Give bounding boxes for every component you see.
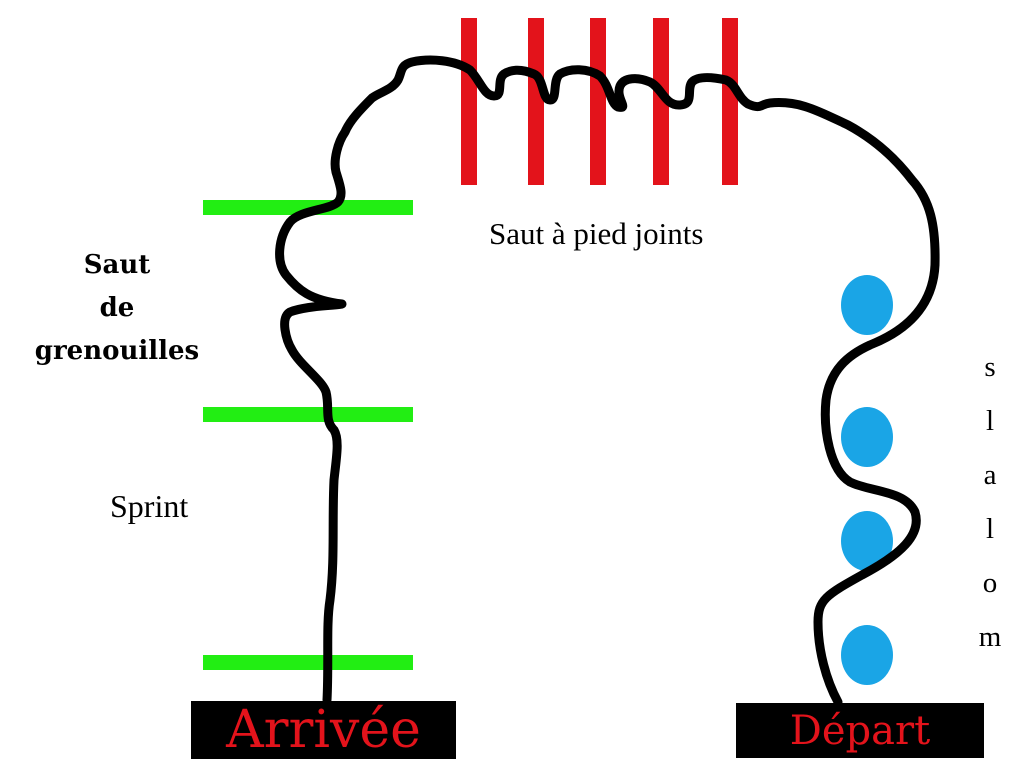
slalom-cone xyxy=(841,511,893,571)
hurdle xyxy=(528,18,544,185)
slalom-letter: s xyxy=(984,351,996,383)
hurdle xyxy=(722,18,738,185)
zone-line xyxy=(203,655,413,670)
sprint-label: Sprint xyxy=(110,488,189,524)
start-label: Départ xyxy=(789,707,931,754)
frog-jump-label: Saut de grenouilles xyxy=(14,244,220,373)
course-path xyxy=(275,55,940,707)
hurdle xyxy=(590,18,606,185)
hurdle xyxy=(461,18,477,185)
finish-label: Arrivée xyxy=(226,700,421,760)
frog-jump-label-line: de xyxy=(99,293,135,323)
zone-line xyxy=(203,200,413,215)
hurdles xyxy=(461,18,738,185)
zone-line xyxy=(203,407,413,422)
slalom-cone xyxy=(841,275,893,335)
zone-lines xyxy=(203,200,413,670)
finish-sign: Arrivée xyxy=(191,701,456,759)
frog-jump-label-line: Saut xyxy=(83,250,151,280)
slalom-letter: o xyxy=(982,567,998,599)
slalom-label: s l a l o m xyxy=(972,340,1008,664)
slalom-letter: m xyxy=(978,621,1002,653)
slalom-letter: l xyxy=(985,405,995,437)
jump-label: Saut à pied joints xyxy=(489,216,704,251)
start-sign: Départ xyxy=(736,703,984,758)
hurdle xyxy=(653,18,669,185)
slalom-cones xyxy=(841,275,893,685)
frog-jump-label-line: grenouilles xyxy=(34,336,200,366)
slalom-cone xyxy=(841,625,893,685)
slalom-letter: a xyxy=(983,459,997,491)
slalom-letter: l xyxy=(985,513,995,545)
slalom-cone xyxy=(841,407,893,467)
